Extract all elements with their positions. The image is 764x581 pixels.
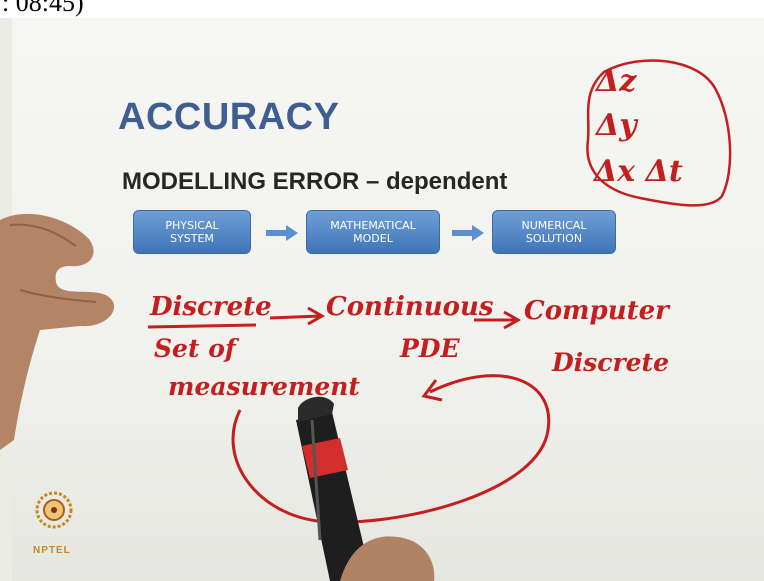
handwritten-set-of: Set of (154, 334, 236, 363)
slide-subtitle: MODELLING ERROR – dependent (122, 168, 508, 195)
underline-discrete (147, 323, 257, 329)
handwritten-computer: Computer (524, 296, 669, 326)
delta-cloud (586, 59, 732, 207)
mathematical-model-label: MATHEMATICAL MODEL (330, 219, 416, 245)
numerical-solution-box: NUMERICAL SOLUTION (492, 210, 616, 254)
arrowhead-2 (503, 310, 522, 330)
nptel-logo-icon (35, 491, 73, 529)
box-arrow-1 (266, 225, 298, 241)
slide-sheet (12, 18, 764, 581)
handwritten-delta-y: Δy (596, 108, 637, 143)
handwritten-discrete: Discrete (150, 292, 272, 322)
top-caption-fragment: : 08:45) (0, 0, 764, 18)
loop-arrowhead (421, 379, 443, 402)
handwritten-delta-x-delta-t: Δx Δt (594, 154, 683, 189)
physical-system-label: PHYSICAL SYSTEM (165, 219, 219, 245)
arrow-to-continuous (269, 314, 321, 320)
box-arrow-2 (452, 225, 484, 241)
handwritten-measurement: measurement (168, 372, 360, 401)
handwritten-pde: PDE (400, 334, 460, 363)
right-hand (340, 536, 435, 581)
mathematical-model-box: MATHEMATICAL MODEL (306, 210, 440, 254)
left-hand (0, 213, 115, 450)
handwritten-discrete-computer: Discrete (552, 348, 670, 377)
loop-arrow (231, 374, 551, 524)
top-caption-text: : 08:45) (2, 0, 84, 17)
handwritten-continuous: Continuous (326, 292, 494, 322)
physical-system-box: PHYSICAL SYSTEM (133, 210, 251, 254)
slide-title: ACCURACY (118, 96, 340, 138)
video-frame (0, 18, 764, 581)
handwritten-delta-z: Δz (596, 64, 637, 99)
arrowhead-1 (307, 306, 326, 326)
numerical-solution-label: NUMERICAL SOLUTION (521, 219, 587, 245)
nptel-logo-text: NPTEL (33, 545, 71, 556)
marker-pen (296, 396, 372, 581)
